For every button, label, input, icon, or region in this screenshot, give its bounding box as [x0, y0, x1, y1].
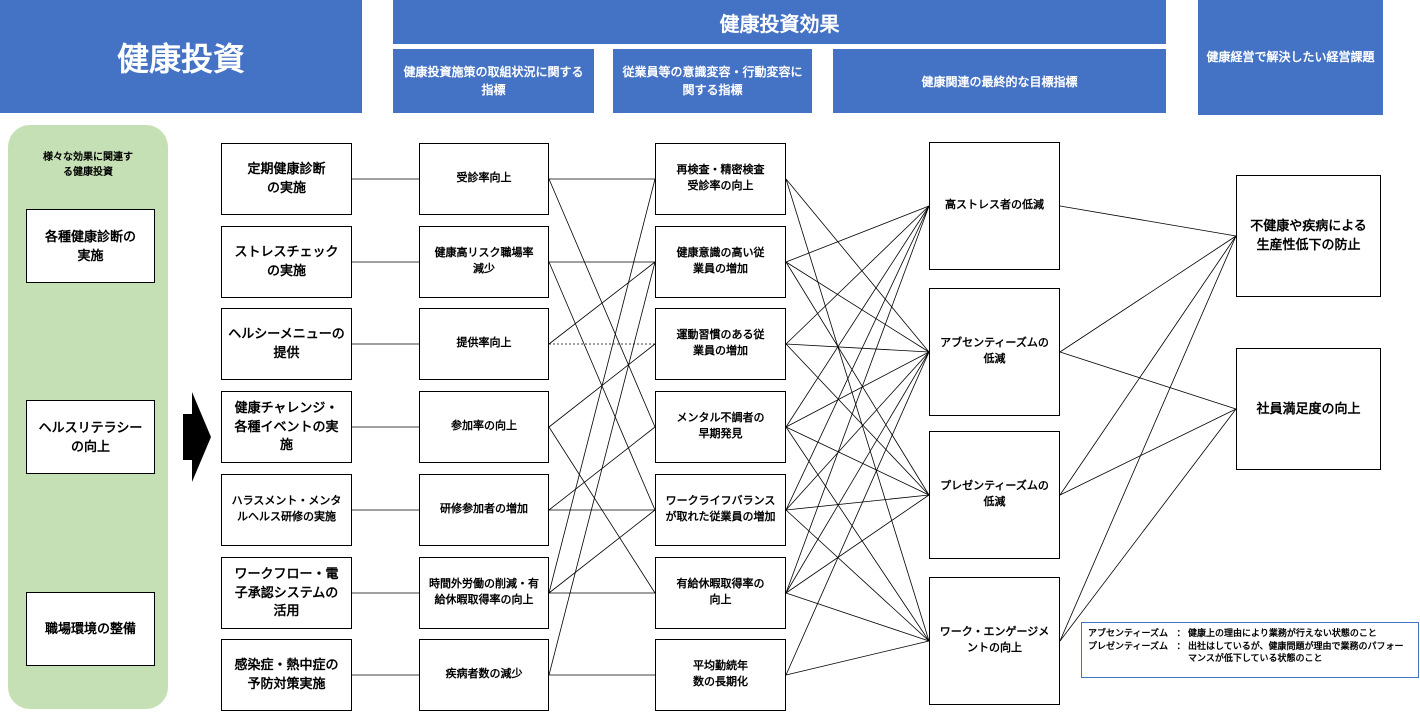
initiative-indicator-6: 疾病者数の減少: [419, 639, 549, 711]
connector-line: [785, 494, 930, 511]
connector-line: [548, 261, 656, 345]
final-indicator-1: アブセンティーズムの低減: [929, 288, 1060, 416]
header-indicator-awareness: 従業員等の意識変容・行動変容に関する指標: [613, 49, 812, 113]
legend-separator: ：: [1176, 640, 1186, 651]
investment-item-6: 感染症・熱中症の予防対策実施: [221, 639, 352, 711]
legend-description: 出社はしているが、健康問題が理由で業務のパフォーマンスが低下している状態のこと: [1188, 640, 1404, 664]
awareness-indicator-2: 運動習慣のある従業員の増加: [655, 308, 786, 380]
header-indicator-initiative: 健康投資施策の取組状況に関する指標: [393, 49, 594, 113]
connector-line: [548, 261, 656, 676]
connector-line: [785, 343, 930, 496]
legend-term: アブセンティーズム: [1088, 628, 1169, 638]
connector-line: [785, 351, 930, 511]
connector-line: [785, 509, 930, 642]
connector-line: [1059, 408, 1237, 642]
final-indicator-0: 高ストレス者の低減: [929, 142, 1060, 270]
connector-line: [785, 261, 930, 496]
management-issue-0: 不健康や疾病による生産性低下の防止: [1236, 175, 1381, 297]
legend-row-presenteeism: プレゼンティーズム ： 出社はしているが、健康問題が理由で業務のパフォーマンスが…: [1088, 640, 1412, 665]
connector-line: [785, 261, 930, 353]
connector-line: [785, 178, 930, 642]
initiative-indicator-1: 健康高リスク職場率減少: [419, 226, 549, 298]
connector-line: [785, 494, 930, 594]
connector-line: [785, 426, 930, 642]
connector-line: [785, 426, 930, 496]
connector-line: [785, 351, 930, 594]
management-issue-1: 社員満足度の向上: [1236, 348, 1381, 470]
awareness-indicator-4: ワークライフバランスが取れた従業員の増加: [655, 474, 786, 546]
investment-item-4: ハラスメント・メンタルヘルス研修の実施: [221, 474, 352, 546]
investment-item-2: ヘルシーメニューの提供: [221, 308, 352, 380]
connector-line: [1059, 235, 1237, 642]
legend-description: 健康上の理由により業務が行えない状態のこと: [1188, 628, 1377, 638]
initiative-indicator-3: 参加率の向上: [419, 391, 549, 463]
sidebar-title: 様々な効果に関連する健康投資: [43, 152, 133, 178]
connector-line: [785, 351, 930, 428]
header-effect: 健康投資効果: [393, 0, 1166, 44]
investment-item-0: 定期健康診断の実施: [221, 143, 352, 215]
header-investment: 健康投資: [0, 0, 362, 113]
legend-term: プレゼンティーズム: [1088, 640, 1169, 651]
connector-line: [1059, 235, 1237, 353]
connector-line: [785, 592, 930, 642]
initiative-indicator-5: 時間外労働の削減・有給休暇取得率の向上: [419, 557, 549, 629]
awareness-indicator-5: 有給休暇取得率の向上: [655, 557, 786, 629]
awareness-indicator-6: 平均勤続年数の長期化: [655, 639, 786, 711]
connector-line: [785, 205, 930, 594]
investment-item-1: ストレスチェックの実施: [221, 226, 352, 298]
connector-line: [785, 640, 930, 676]
connector-line: [785, 343, 930, 353]
legend-row-absenteeism: アブセンティーズム ： 健康上の理由により業務が行えない状態のこと: [1088, 627, 1412, 640]
sidebar-item-literacy: ヘルスリテラシーの向上: [26, 400, 155, 474]
connector-line: [785, 205, 930, 263]
initiative-indicator-2: 提供率向上: [419, 308, 549, 380]
legend-box: アブセンティーズム ： 健康上の理由により業務が行えない状態のこと プレゼンティ…: [1081, 622, 1419, 678]
sidebar-item-environment: 職場環境の整備: [26, 592, 155, 666]
final-indicator-2: プレゼンティーズムの低減: [929, 431, 1060, 559]
connector-line: [785, 205, 930, 428]
connector-line: [1059, 351, 1237, 410]
investment-item-3: 健康チャレンジ・各種イベントの実施: [221, 391, 352, 463]
connector-line: [785, 205, 930, 511]
connector-line: [785, 178, 930, 353]
connector-line: [548, 178, 656, 594]
awareness-indicator-1: 健康意識の高い従業員の増加: [655, 226, 786, 298]
connector-line: [548, 509, 656, 594]
final-indicator-3: ワーク・エンゲージメントの向上: [929, 577, 1060, 705]
initiative-indicator-4: 研修参加者の増加: [419, 474, 549, 546]
connector-line: [785, 205, 930, 345]
investment-item-5: ワークフロー・電子承認システムの活用: [221, 557, 352, 629]
awareness-indicator-0: 再検査・精密検査受診率の向上: [655, 143, 786, 215]
sidebar-item-checkup: 各種健康診断の実施: [26, 209, 155, 283]
legend-separator: ：: [1176, 628, 1186, 638]
connector-line: [1059, 205, 1237, 237]
connector-line: [1059, 408, 1237, 496]
awareness-indicator-3: メンタル不調者の早期発見: [655, 391, 786, 463]
flow-arrow-icon: [183, 392, 211, 482]
connector-line: [1059, 235, 1237, 496]
initiative-indicator-0: 受診率向上: [419, 143, 549, 215]
connector-line: [785, 351, 930, 676]
header-management-issue: 健康経営で解決したい経営課題: [1198, 0, 1383, 115]
header-indicator-final: 健康関連の最終的な目標指標: [833, 49, 1166, 113]
